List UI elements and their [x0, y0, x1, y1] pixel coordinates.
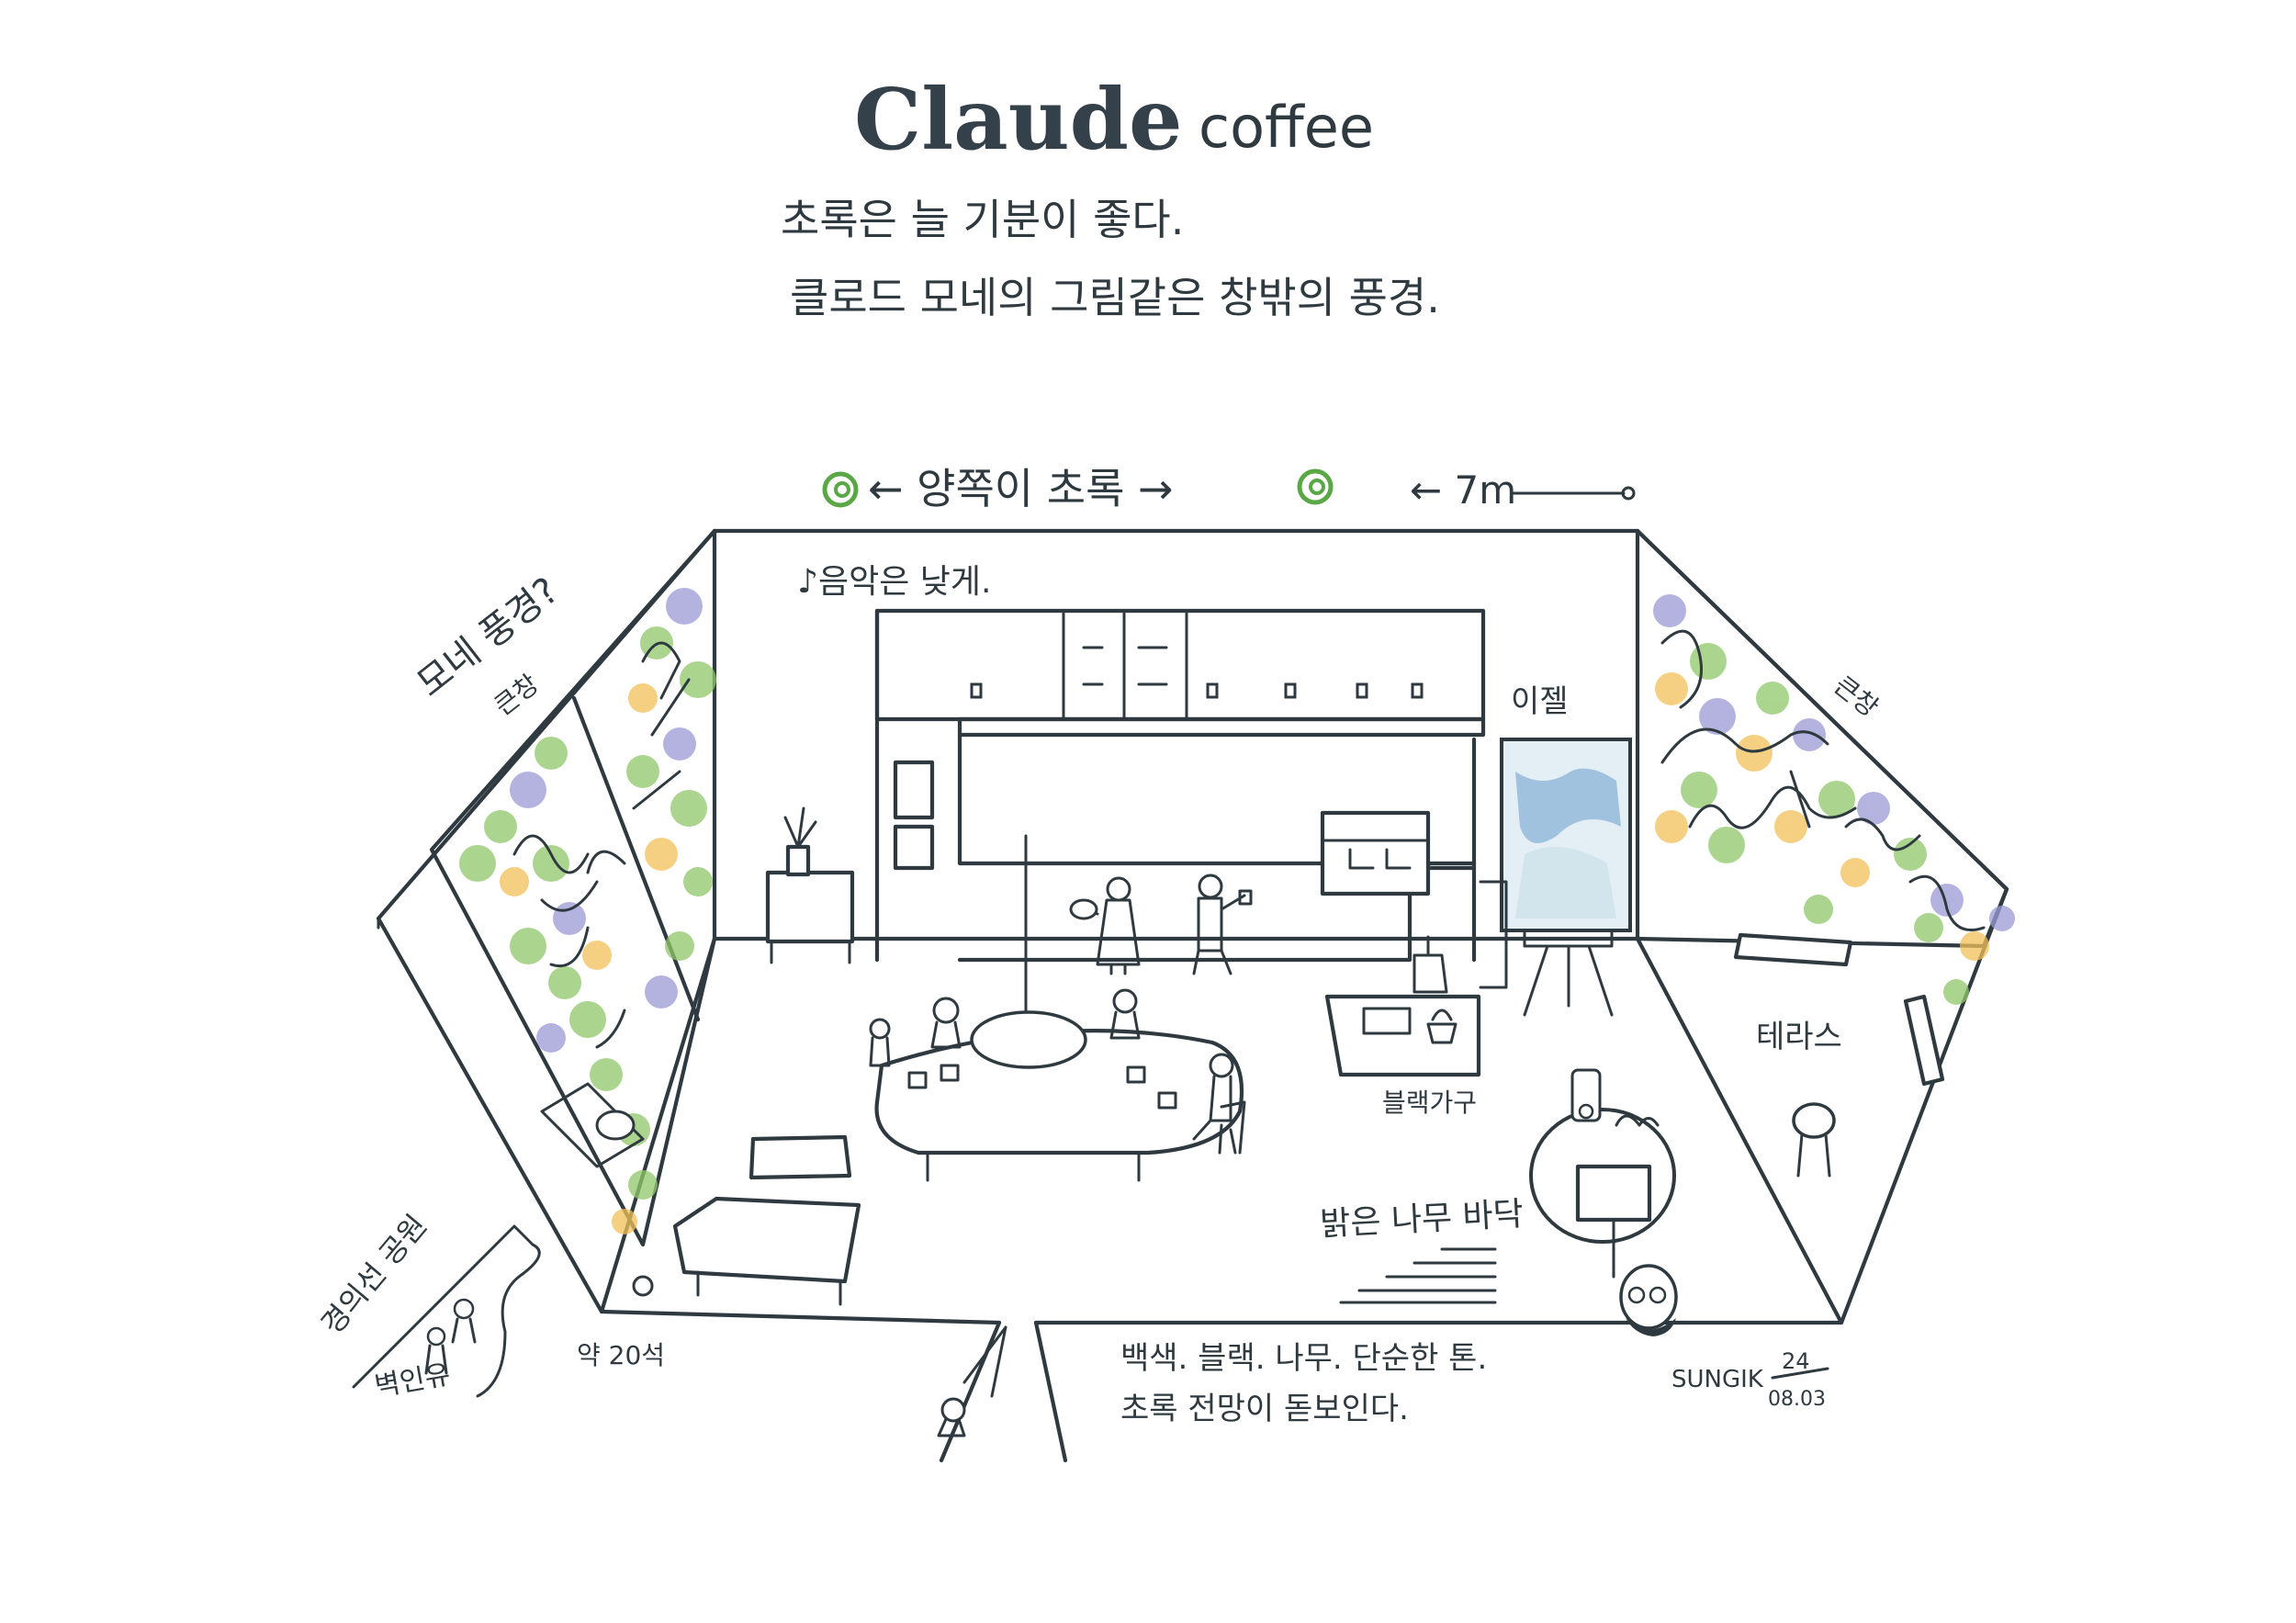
- terrace-bench-side: [1903, 994, 1945, 1087]
- barista-2: [1192, 873, 1253, 975]
- bench-small: [748, 1134, 852, 1180]
- spiral-icon: [1297, 468, 1334, 505]
- pendant-lamp: [970, 1010, 1087, 1069]
- date-bottom: 08.03: [1768, 1388, 1826, 1411]
- left-window-scribble: [512, 641, 691, 1049]
- spiral-icon: [822, 471, 859, 508]
- seats-note: 약 20석: [577, 1340, 665, 1370]
- terrace-bench-top: [1733, 932, 1853, 967]
- side-shelf: [1479, 880, 1508, 989]
- guest: [930, 997, 962, 1049]
- cabinet-knobs: [970, 682, 1424, 699]
- espresso-machine-detail: [1321, 839, 1430, 870]
- terrace-note: 테라스: [1756, 1019, 1842, 1055]
- bright-wood-floor-note: 밝은 나무 바닥: [1319, 1195, 1524, 1244]
- left-cylinder-bin: [540, 1082, 645, 1168]
- left-wall: [376, 528, 717, 1314]
- left-window-foliage: [459, 588, 716, 1234]
- upper-cabinets: [874, 608, 1486, 722]
- right-wall: [1635, 528, 2009, 1325]
- people-note: 벽인유: [372, 1358, 453, 1403]
- wood-floor-hatch: [1339, 1247, 1497, 1304]
- kitchen-counter: [874, 608, 1486, 1012]
- round-table: [1529, 1068, 1676, 1279]
- signature: SUNGIK: [1671, 1366, 1764, 1393]
- person-with-glasses: [1619, 1264, 1678, 1336]
- side-table: [765, 870, 855, 964]
- guest: [869, 1018, 891, 1067]
- counter-top-edge: [957, 716, 1486, 738]
- entrance-path: [939, 1320, 1068, 1463]
- easel-note: 이젤: [1511, 683, 1569, 720]
- cabinet-handles: [1082, 646, 1168, 686]
- guest: [1109, 988, 1141, 1040]
- music-note: ♪음악은 낮게.: [797, 563, 991, 601]
- low-table: [672, 1196, 861, 1306]
- right-window-scribble: [1660, 629, 1986, 931]
- big-window-right-note: 큰창: [1829, 671, 1885, 724]
- park-path: [352, 1224, 541, 1398]
- espresso-machine: [1320, 810, 1431, 896]
- left-window: [429, 528, 717, 1247]
- guest: [1192, 1053, 1246, 1155]
- floor-front-edge: [599, 1309, 1844, 1325]
- monet-view-note: 모네 풍경?: [410, 569, 567, 705]
- left-window-frame: [429, 528, 717, 1247]
- left-floor-lamp-base: [632, 1275, 654, 1297]
- width-dimension-end: [1621, 486, 1636, 501]
- entrance: [937, 1320, 1068, 1463]
- both-sides-green-note: ← 양쪽이 초록 →: [868, 464, 1174, 513]
- fridge-lower: [893, 824, 935, 871]
- materials-note-1: 백색. 블랙. 나무. 단순한 톤.: [1120, 1340, 1487, 1377]
- materials-note-2: 초록 전망이 돋보인다.: [1120, 1391, 1409, 1427]
- tagline-line-2: 클로드 모네의 그림같은 창밖의 풍경.: [790, 273, 1440, 322]
- front-bar: [957, 861, 1477, 963]
- back-counter: [874, 608, 1477, 963]
- right-window-foliage: [1653, 594, 2015, 1005]
- potted-plant-icon: [783, 806, 817, 877]
- brand-subtitle: coffee: [1199, 94, 1374, 161]
- black-furniture: [1324, 935, 1481, 1077]
- barista-1: [1069, 876, 1141, 975]
- date-divider: [1771, 1367, 1829, 1380]
- tagline-line-1: 초록은 늘 기분이 좋다.: [781, 195, 1184, 244]
- upper-cabinet-dividers: [1062, 612, 1188, 721]
- park-note: 경의선 공원: [314, 1208, 433, 1341]
- easel: [1500, 738, 1632, 1017]
- black-furniture-note: 블랙가구: [1382, 1088, 1477, 1118]
- right-window: [1635, 528, 2015, 1005]
- big-window-left-note: 큰창: [489, 669, 545, 722]
- brand-title: Claude: [854, 70, 1183, 169]
- park-figures: [424, 1298, 477, 1375]
- fridge-upper: [893, 760, 935, 820]
- date-top: 24: [1782, 1348, 1810, 1374]
- left-window-mullion: [571, 695, 701, 1022]
- communal-table: [874, 1010, 1244, 1182]
- terrace-stool: [1792, 1102, 1836, 1178]
- width-note: ← 7m: [1410, 468, 1516, 513]
